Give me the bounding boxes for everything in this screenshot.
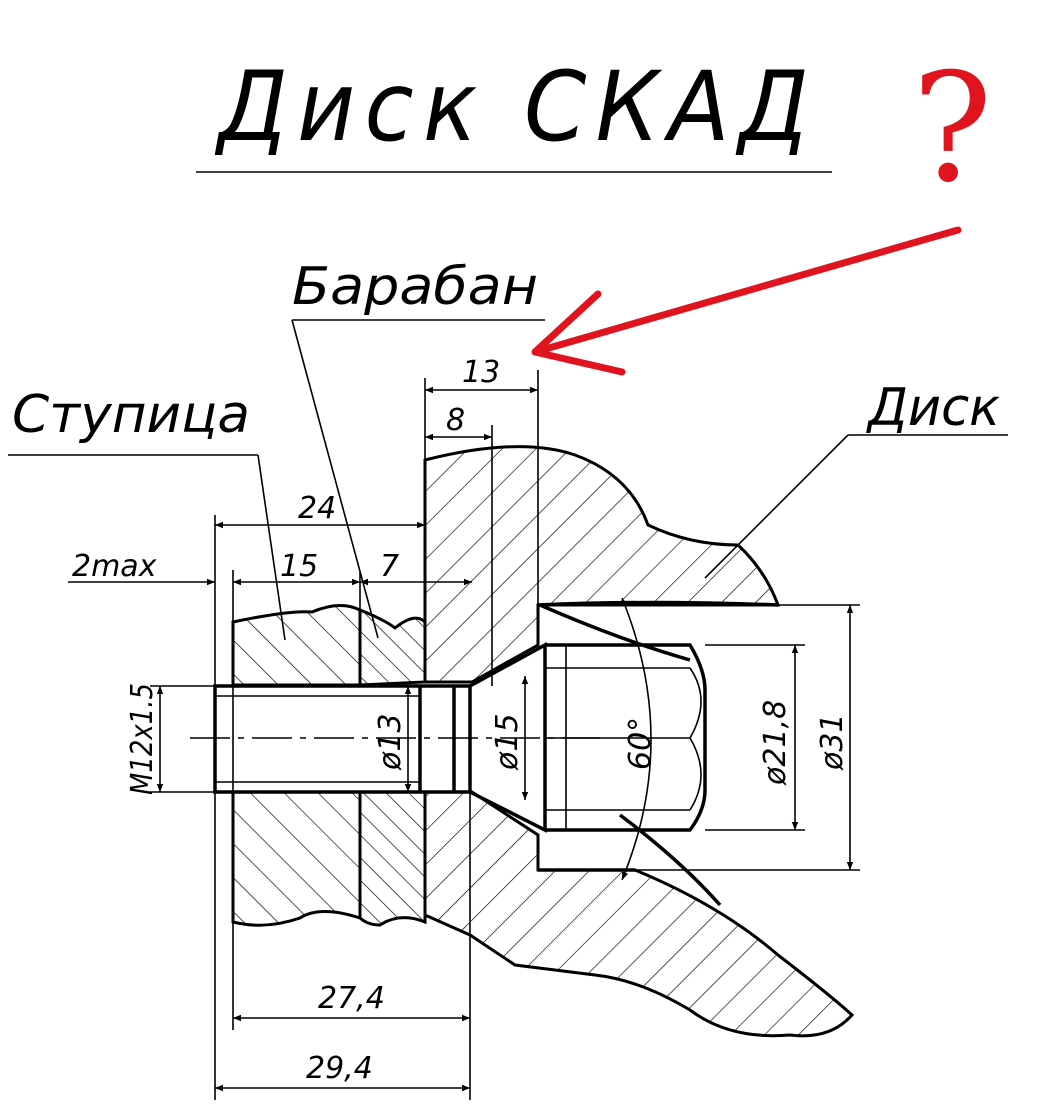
dim-27_4: 27,4 bbox=[318, 981, 385, 1016]
drum-lower bbox=[358, 790, 427, 927]
dim-7: 7 bbox=[380, 549, 399, 584]
hub-section bbox=[231, 604, 362, 927]
disc-upper-body bbox=[423, 445, 781, 684]
drawing-title: Диск СКАД bbox=[214, 51, 818, 163]
lug-nut bbox=[469, 642, 707, 833]
dimensions: 13 8 24 2max 15 7 M12x1.5 ø13 ø15 60° ø2… bbox=[68, 355, 860, 1100]
label-disc-leader bbox=[704, 434, 849, 579]
label-drum-leader bbox=[291, 319, 379, 639]
dim-dia13: ø13 bbox=[373, 713, 408, 771]
label-drum: Барабан bbox=[292, 257, 538, 317]
red-annotation: ? bbox=[531, 42, 992, 376]
hub-upper bbox=[231, 604, 362, 687]
dim-angle-arc bbox=[621, 597, 652, 881]
dim-2max: 2max bbox=[72, 549, 157, 584]
red-arrow-icon bbox=[531, 226, 962, 376]
disc-cone-lower bbox=[538, 813, 722, 907]
label-hub-leader bbox=[257, 454, 286, 641]
part-labels: Барабан Ступица Диск bbox=[8, 257, 1008, 641]
disc-lower-body bbox=[423, 790, 855, 1038]
stud-shank bbox=[213, 684, 472, 794]
dim-29_4: 29,4 bbox=[306, 1051, 373, 1086]
disc-section bbox=[423, 445, 855, 1038]
dim-thread: M12x1.5 bbox=[125, 683, 160, 795]
dim-angle60: 60° bbox=[623, 717, 658, 770]
drum-upper bbox=[358, 607, 427, 687]
disc-cone-upper bbox=[537, 600, 779, 662]
stud-bolt bbox=[213, 684, 472, 794]
hub-lower bbox=[231, 790, 362, 927]
nut-hex-body bbox=[545, 643, 707, 832]
dim-dia15: ø15 bbox=[490, 713, 525, 771]
nut-hex-chamfer bbox=[545, 667, 702, 811]
label-hub: Ступица bbox=[12, 385, 250, 445]
dim-8: 8 bbox=[446, 403, 465, 438]
dim-dia21_8: ø21,8 bbox=[758, 700, 793, 786]
dim-15: 15 bbox=[280, 549, 318, 584]
question-mark: ? bbox=[912, 42, 992, 216]
label-disc: Диск bbox=[866, 378, 1001, 438]
dim-dia31: ø31 bbox=[815, 713, 850, 771]
title-block: Диск СКАД bbox=[196, 51, 832, 173]
dim-13: 13 bbox=[462, 355, 500, 390]
dim-24: 24 bbox=[298, 491, 336, 526]
